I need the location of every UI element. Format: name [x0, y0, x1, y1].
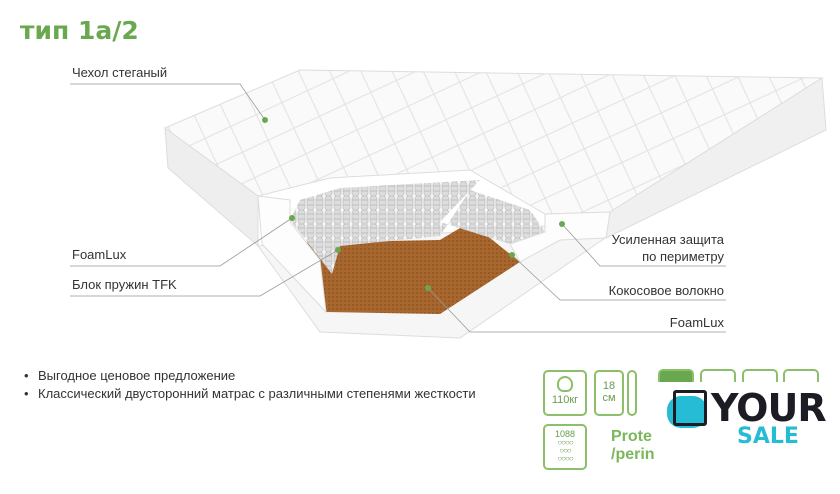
- firmness-tab: [700, 369, 736, 383]
- watermark-logo: YOUR SALE: [655, 382, 840, 494]
- label-cover: Чехол стеганый: [72, 65, 168, 80]
- feature-item: Классический двусторонний матрас с разли…: [22, 385, 482, 403]
- springs-icon: ○○○○○○○○○○○: [557, 438, 573, 463]
- firmness-tab: [783, 369, 819, 383]
- feature-list: Выгодное ценовое предложение Классически…: [22, 367, 482, 403]
- badge-protected-perimeter: Prote /perin: [611, 428, 655, 463]
- feature-item: Выгодное ценовое предложение: [22, 367, 482, 385]
- firmness-tab: [658, 369, 694, 383]
- foam-wall-left: [257, 195, 327, 314]
- ruler-icon: [627, 370, 637, 416]
- label-spring-block: Блок пружин TFK: [72, 277, 177, 292]
- foam-wall-right: [509, 211, 611, 263]
- badge-height: 18 см: [594, 370, 624, 416]
- page-title: тип 1а/2: [20, 16, 139, 45]
- badge-weight: 110кг: [543, 370, 587, 416]
- spring-block: [290, 180, 545, 274]
- label-foamlux-left: FoamLux: [72, 247, 127, 262]
- label-perimeter-1: Усиленная защита: [611, 232, 724, 247]
- label-perimeter-2: по периметру: [642, 249, 724, 264]
- badge-springs: 1088 ○○○○○○○○○○○: [543, 424, 587, 470]
- label-coconut: Кокосовое волокно: [608, 283, 724, 298]
- callout-dots: [262, 117, 565, 291]
- label-foamlux-right: FoamLux: [669, 315, 724, 330]
- firmness-tab: [742, 369, 778, 383]
- bag-outline-icon: [673, 390, 707, 426]
- kettlebell-icon: [557, 376, 573, 392]
